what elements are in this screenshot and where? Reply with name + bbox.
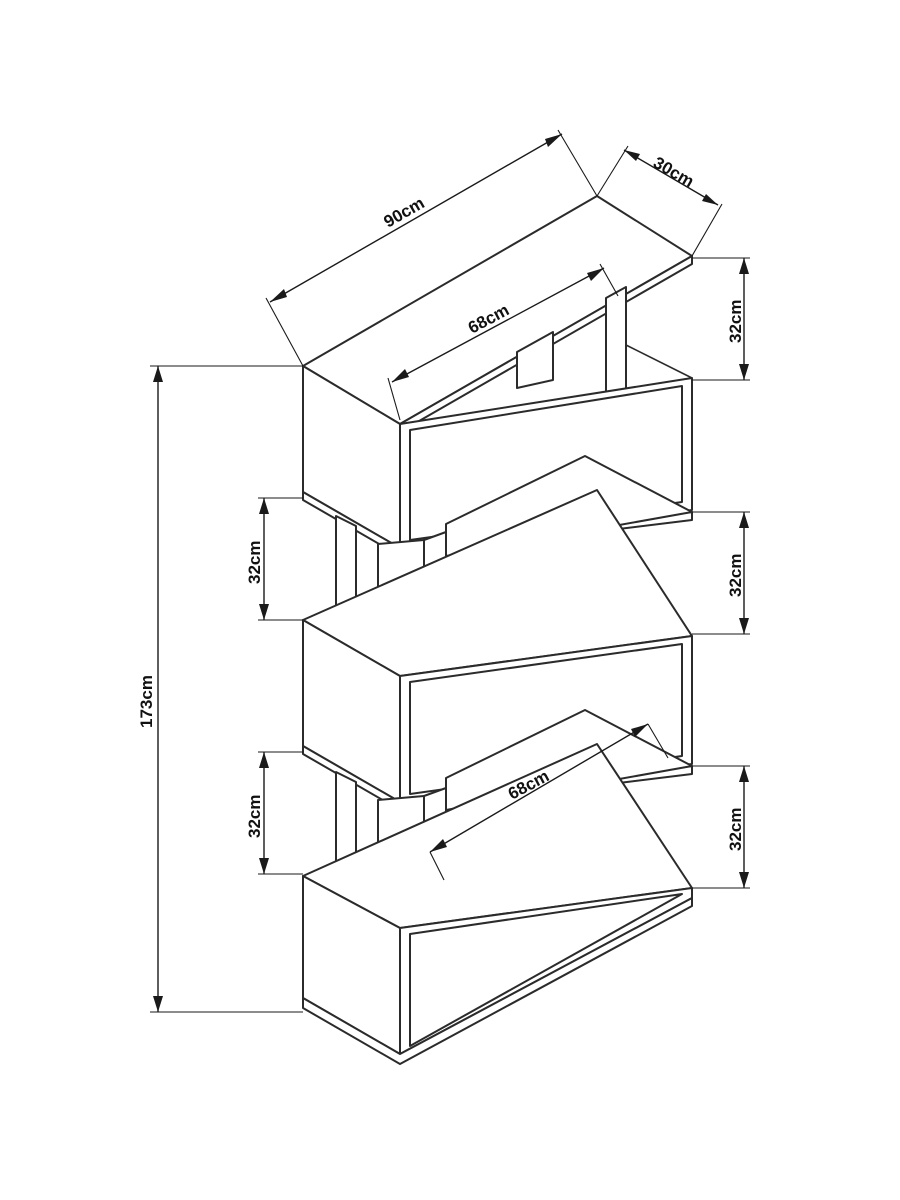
- arrow-173-b: [153, 996, 163, 1012]
- dim-90-line: [269, 133, 563, 303]
- arrow-173-a: [153, 366, 163, 382]
- label-right-mid: 32cm: [726, 554, 745, 597]
- arrow-30-b: [702, 194, 718, 205]
- ext-68-low-left: [429, 851, 445, 881]
- arrow-68-low-b: [631, 724, 648, 737]
- ext-68-top-left: [387, 377, 401, 421]
- dim-68-low-line: [429, 723, 649, 853]
- arrow-l2-a: [259, 752, 269, 768]
- ext-68-top-right: [599, 263, 619, 297]
- arrow-68-top-b: [587, 268, 604, 281]
- label-left-lower: 32cm: [245, 795, 264, 838]
- label-depth: 30cm: [650, 153, 697, 191]
- ext-68-low-right: [647, 723, 669, 759]
- label-left-upper: 32cm: [245, 541, 264, 584]
- arrow-30-a: [624, 150, 640, 161]
- arrow-r1-b: [739, 364, 749, 380]
- label-right-top: 32cm: [726, 300, 745, 343]
- ext-90-right: [557, 129, 598, 197]
- dim-30-line: [623, 149, 719, 206]
- box-1-top-edge: [625, 344, 693, 379]
- upper-right-divider: [605, 286, 627, 405]
- bookshelf: [302, 195, 693, 1065]
- arrow-r3-b: [739, 872, 749, 888]
- dim-68-top-line: [391, 267, 605, 383]
- arrow-90-a: [270, 289, 287, 302]
- arrow-r2-a: [739, 512, 749, 528]
- arrow-r1-a: [739, 258, 749, 274]
- base-board: [302, 897, 693, 1065]
- ext-90-left: [265, 297, 304, 367]
- arrow-l1-b: [259, 604, 269, 620]
- arrow-l2-b: [259, 858, 269, 874]
- arrow-r2-b: [739, 618, 749, 634]
- label-height-total: 173cm: [137, 675, 156, 728]
- label-right-bottom: 32cm: [726, 808, 745, 851]
- box-3-front-panel: [409, 893, 683, 1047]
- label-width: 90cm: [381, 193, 428, 231]
- arrow-68-low-a: [430, 839, 447, 852]
- ext-30-left: [596, 145, 629, 197]
- arrow-90-b: [545, 134, 562, 147]
- arrow-l1-a: [259, 498, 269, 514]
- ext-30-right: [691, 203, 723, 257]
- upper-right-back: [516, 331, 554, 389]
- arrow-68-top-a: [392, 369, 409, 382]
- arrow-r3-a: [739, 766, 749, 782]
